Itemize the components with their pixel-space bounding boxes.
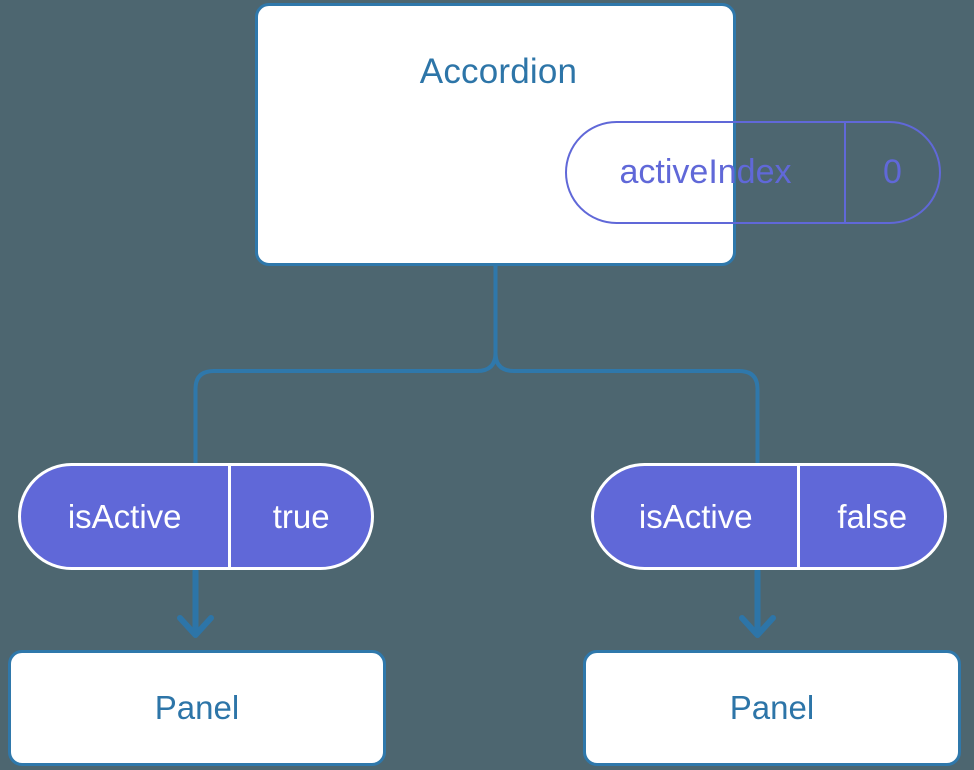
connector-branch-left	[193, 351, 498, 467]
prop-value-is-active-right: false	[797, 466, 944, 567]
prop-key-is-active-right: isActive	[638, 497, 753, 535]
prop-key-active-index: activeIndex	[619, 153, 792, 191]
prop-pill-active-index[interactable]: activeIndex 0	[565, 121, 941, 224]
prop-pill-is-active-true[interactable]: isActive true	[18, 463, 374, 570]
prop-value-is-active-left: true	[228, 466, 371, 567]
prop-key-is-active-left: isActive	[67, 497, 182, 535]
panel-node-left[interactable]: Panel	[8, 650, 386, 766]
accordion-node[interactable]: Accordion activeIndex 0	[255, 3, 941, 266]
panel-node-right[interactable]: Panel	[583, 650, 961, 766]
panel-title-left: Panel	[154, 689, 240, 726]
panel-title-right: Panel	[729, 689, 815, 726]
arrow-head-right	[739, 615, 776, 638]
arrow-head-left	[177, 615, 214, 638]
prop-pill-is-active-false[interactable]: isActive false	[591, 463, 947, 570]
connector-branch-right	[493, 351, 760, 467]
accordion-title: Accordion	[419, 52, 578, 91]
prop-value-active-index: 0	[844, 123, 939, 222]
